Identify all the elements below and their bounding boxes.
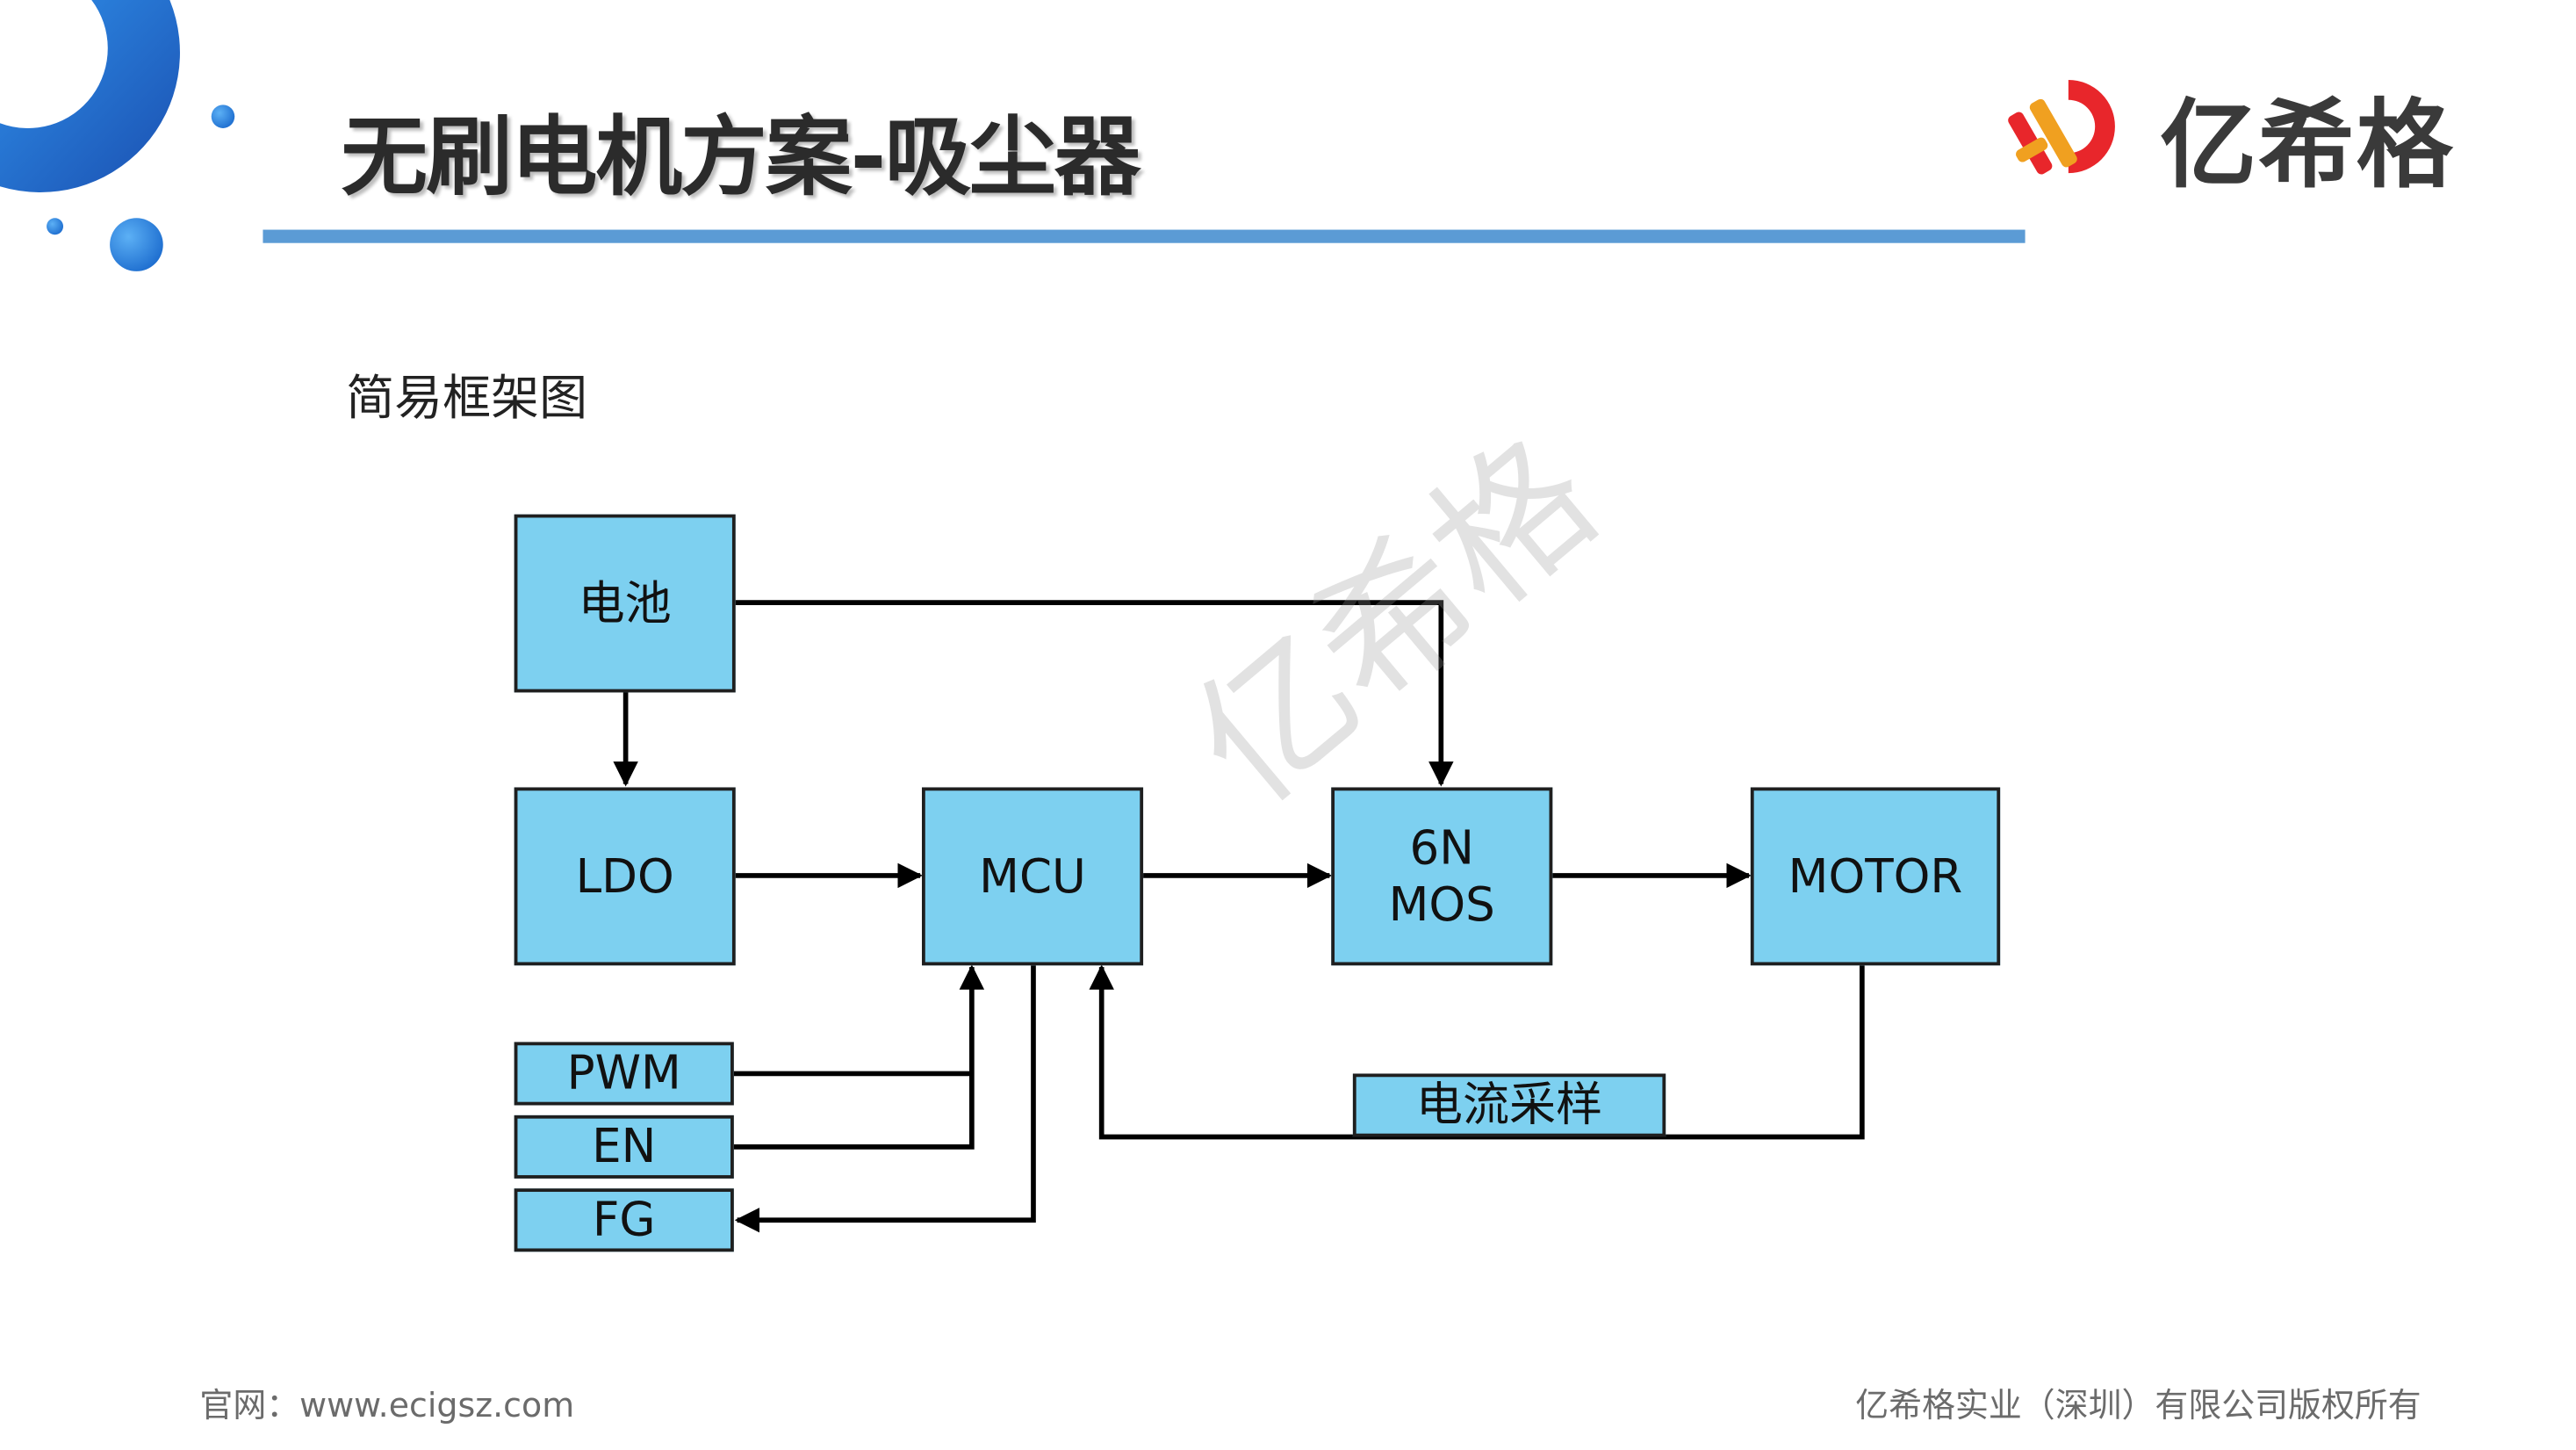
- mos-label-line1: 6N: [1409, 820, 1474, 876]
- brand-logo-text: 亿希格: [2160, 88, 2455, 202]
- en-block: EN: [514, 1115, 734, 1179]
- edge-en-mcu: [733, 964, 985, 1150]
- motor-block: MOTOR: [1750, 787, 2001, 966]
- ecig-logo-mark-icon: [2008, 79, 2115, 175]
- footer-copyright: 亿希格实业（深圳）有限公司版权所有: [1855, 1384, 2421, 1425]
- footer-website: 官网：www.ecigsz.com: [199, 1384, 575, 1425]
- edge-motor-current-mcu: [1089, 964, 1865, 1140]
- circle-decoration-icon: [0, 0, 235, 271]
- ldo-block: LDO: [514, 787, 736, 966]
- page-title: 无刷电机方案-吸尘器: [341, 108, 1141, 208]
- current-sense-block: 电流采样: [1352, 1073, 1666, 1137]
- edge-battery-mos: [735, 600, 1454, 787]
- fg-block: FG: [514, 1188, 734, 1252]
- mos-block: 6N MOS: [1331, 787, 1553, 966]
- edge-mcu-fg: [734, 965, 1036, 1233]
- diagram-subtitle: 简易框架图: [346, 369, 588, 427]
- battery-block: 电池: [514, 514, 736, 693]
- title-divider: [263, 229, 2026, 243]
- mos-label-line2: MOS: [1388, 876, 1495, 932]
- pwm-block: PWM: [514, 1042, 734, 1106]
- mcu-block: MCU: [921, 787, 1144, 966]
